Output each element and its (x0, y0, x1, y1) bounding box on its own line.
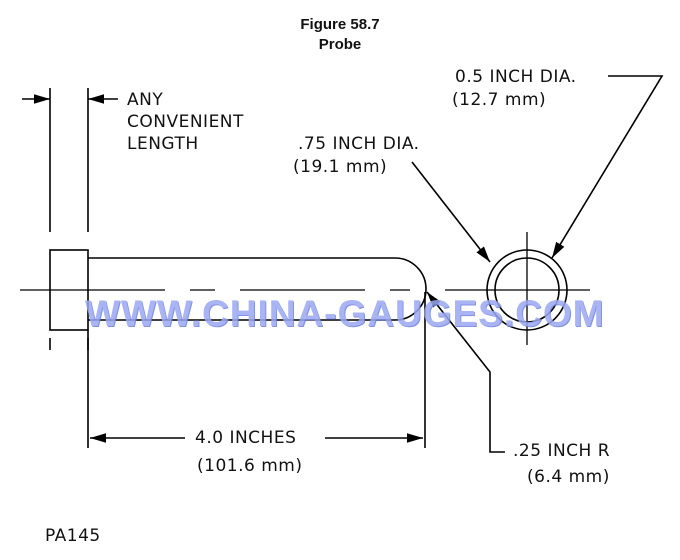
label-radius: .25 INCH R (513, 441, 611, 461)
watermark: WWW.CHINA-GAUGES.COM (85, 293, 605, 334)
label-small-diameter: 0.5 INCH DIA. (455, 67, 577, 87)
drawing-code: PA145 (45, 526, 101, 546)
label-any-length: LENGTH (127, 134, 199, 154)
label-any-length: CONVENIENT (127, 112, 244, 132)
figure-title: Probe (318, 36, 362, 53)
probe-shaft (88, 257, 427, 321)
label-shaft-length-mm: (101.6 mm) (197, 456, 303, 476)
label-radius-mm: (6.4 mm) (527, 467, 610, 487)
label-large-diameter-mm: (19.1 mm) (293, 157, 388, 177)
label-small-diameter-mm: (12.7 mm) (452, 90, 547, 110)
figure-number: Figure 58.7 (300, 16, 380, 33)
label-any-length: ANY (127, 90, 164, 110)
label-large-diameter: .75 INCH DIA. (298, 134, 420, 154)
label-shaft-length: 4.0 INCHES (195, 428, 297, 448)
